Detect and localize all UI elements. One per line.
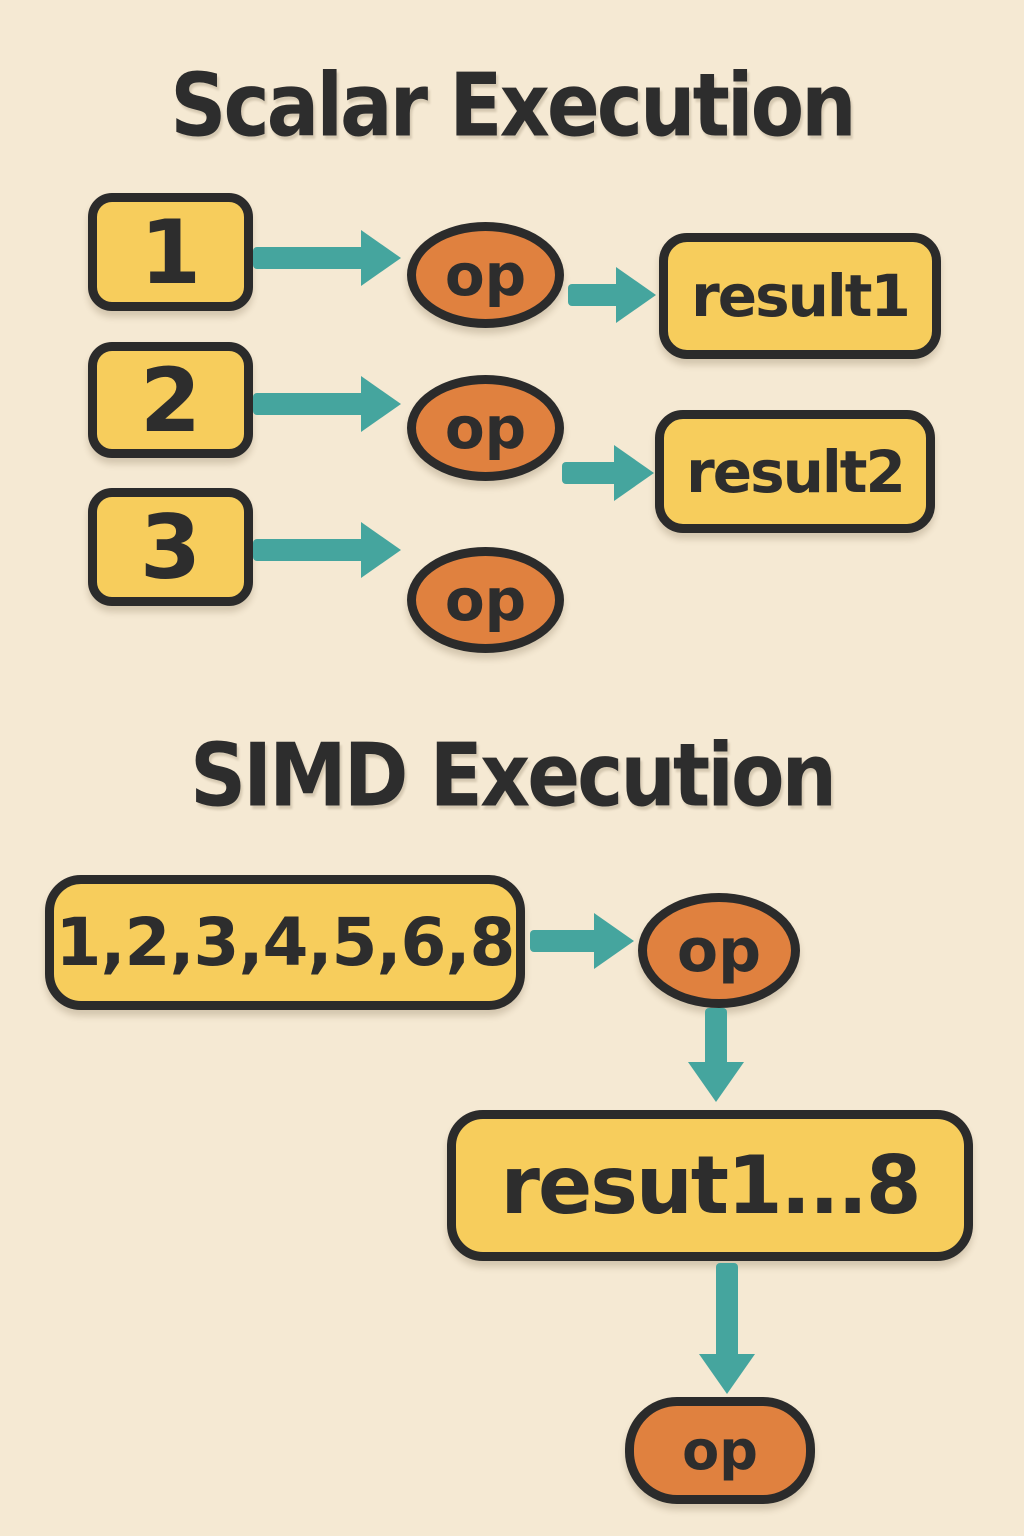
scalar-input-box-1: 1 bbox=[88, 193, 253, 311]
scalar-section-title: Scalar Execution bbox=[170, 56, 856, 157]
arrow-input2-to-op2 bbox=[253, 376, 401, 432]
scalar-op-node-2: op bbox=[407, 375, 564, 481]
scalar-result-box-2: result2 bbox=[655, 410, 935, 533]
arrow-simd-result-to-op bbox=[699, 1263, 755, 1394]
arrow-input3-to-op3 bbox=[253, 522, 401, 578]
scalar-input-box-2: 2 bbox=[88, 342, 253, 458]
arrow-simd-op-to-result bbox=[688, 1008, 744, 1102]
simd-input-box: 1,2,3,4,5,6,8 bbox=[45, 875, 525, 1010]
arrow-input1-to-op1 bbox=[253, 230, 401, 286]
simd-result-box: resut1...8 bbox=[447, 1110, 973, 1261]
scalar-op-node-1: op bbox=[407, 222, 564, 328]
simd-op-node-2: op bbox=[625, 1397, 815, 1504]
arrow-simd-input-to-op bbox=[530, 913, 634, 969]
arrow-op2-to-result2 bbox=[562, 445, 654, 501]
arrow-op1-to-result1 bbox=[568, 267, 656, 323]
simd-op-node-1: op bbox=[638, 893, 800, 1008]
scalar-input-box-3: 3 bbox=[88, 488, 253, 606]
scalar-op-node-3: op bbox=[407, 547, 564, 653]
simd-section-title: SIMD Execution bbox=[189, 726, 837, 827]
scalar-result-box-1: result1 bbox=[659, 233, 941, 359]
